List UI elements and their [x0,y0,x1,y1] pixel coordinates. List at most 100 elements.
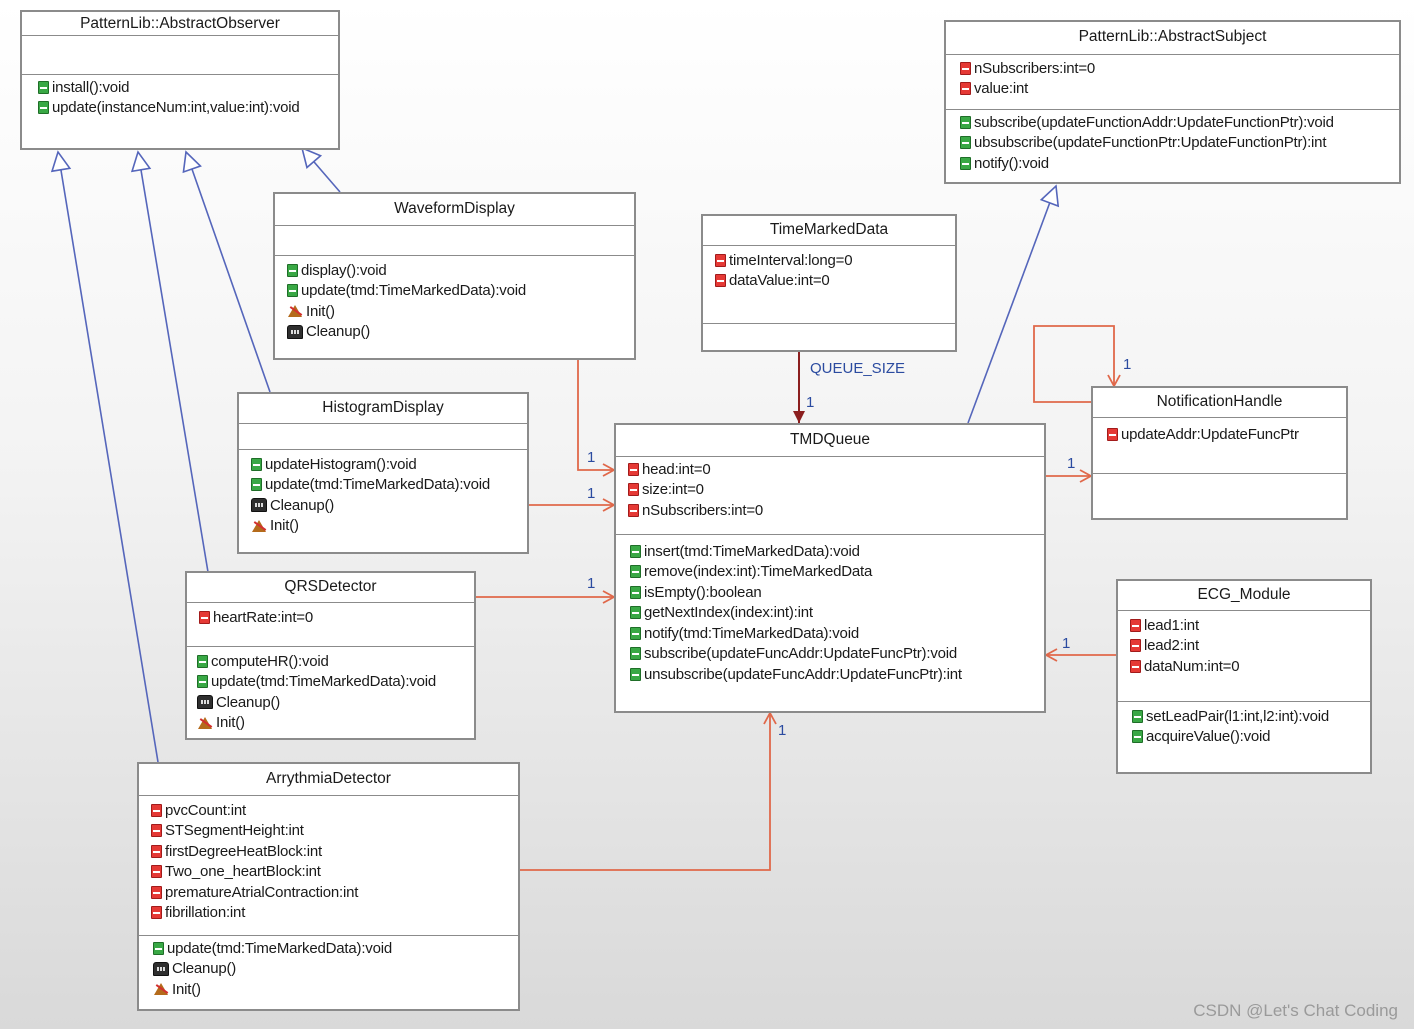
operation-row: insert(tmd:TimeMarkedData):void [630,541,1044,562]
member-text: notify(tmd:TimeMarkedData):void [644,624,859,642]
attribute-row: nSubscribers:int=0 [960,58,1399,79]
member-text: head:int=0 [642,460,711,478]
operation-row: Cleanup() [287,322,634,343]
class-title: ArrythmiaDetector [139,764,518,796]
class-title: TMDQueue [616,425,1044,457]
operations-section [703,324,955,330]
class-title: QRSDetector [187,573,474,603]
operation-row: remove(index:int):TimeMarkedData [630,562,1044,583]
operations-section [1093,474,1346,480]
multiplicity-label: 1 [587,485,596,502]
public-operation-icon [630,667,641,681]
public-operation-icon [630,606,641,620]
operation-row: Init() [197,713,474,734]
multiplicity-label: 1 [1123,356,1132,373]
member-text: pvcCount:int [165,801,246,819]
class-abstract-observer[interactable]: PatternLib::AbstractObserver install():v… [20,10,340,150]
member-text: insert(tmd:TimeMarkedData):void [644,542,860,560]
private-attribute-icon [628,462,639,476]
member-text: getNextIndex(index:int):int [644,604,813,622]
attributes-section [22,36,338,75]
private-attribute-icon [628,483,639,497]
member-text: Init() [306,302,335,320]
member-text: acquireValue():void [1146,728,1271,746]
private-attribute-icon [199,610,210,624]
member-text: install():void [52,78,130,96]
operation-row: subscribe(updateFunctionAddr:UpdateFunct… [960,112,1399,133]
public-operation-icon [1132,730,1143,744]
queue-size-label: QUEUE_SIZE [810,360,906,377]
public-operation-icon [197,654,208,668]
attribute-row: nSubscribers:int=0 [628,500,1044,521]
member-text: lead2:int [1144,637,1199,655]
class-title: NotificationHandle [1093,388,1346,418]
operation-row: Init() [287,301,634,322]
public-operation-icon [960,115,971,129]
attribute-row: prematureAtrialContraction:int [151,882,518,903]
class-abstract-subject[interactable]: PatternLib::AbstractSubject nSubscribers… [944,20,1401,184]
operation-row: install():void [38,77,338,98]
member-text: subscribe(updateFuncAddr:UpdateFuncPtr):… [644,645,958,663]
member-text: Cleanup() [306,323,371,341]
attributes-section: heartRate:int=0 [187,603,474,647]
private-attribute-icon [628,503,639,517]
class-qrs-detector[interactable]: QRSDetector heartRate:int=0 computeHR():… [185,571,476,740]
destructor-icon [287,324,303,339]
attribute-row: STSegmentHeight:int [151,821,518,842]
member-text: dataValue:int=0 [729,272,830,290]
operation-row: computeHR():void [197,651,474,672]
member-text: value:int [974,80,1029,98]
attribute-row: lead2:int [1130,636,1370,657]
member-text: update(tmd:TimeMarkedData):void [265,476,491,494]
attributes-section: updateAddr:UpdateFuncPtr [1093,418,1346,474]
class-time-marked-data[interactable]: TimeMarkedData timeInterval:long=0 dataVa… [701,214,957,352]
member-text: updateAddr:UpdateFuncPtr [1121,425,1299,443]
operation-row: Cleanup() [153,959,518,980]
public-operation-icon [960,136,971,150]
private-attribute-icon [1130,639,1141,653]
class-title: TimeMarkedData [703,216,955,246]
public-operation-icon [153,941,164,955]
member-text: lead1:int [1144,616,1199,634]
member-text: Two_one_heartBlock:int [165,863,321,881]
multiplicity-label: 1 [778,722,787,739]
class-notification-handle[interactable]: NotificationHandle updateAddr:UpdateFunc… [1091,386,1348,520]
private-attribute-icon [151,824,162,838]
member-text: Init() [216,714,245,732]
member-text: nSubscribers:int=0 [642,501,764,519]
member-text: heartRate:int=0 [213,608,313,626]
public-operation-icon [38,101,49,115]
member-text: subscribe(updateFunctionAddr:UpdateFunct… [974,113,1334,131]
operation-row: update(tmd:TimeMarkedData):void [287,281,634,302]
assoc-waveform-queue [577,360,616,477]
public-operation-icon [251,457,262,471]
attribute-row: lead1:int [1130,615,1370,636]
private-attribute-icon [151,844,162,858]
member-text: display():void [301,261,387,279]
operation-row: update(instanceNum:int,value:int):void [38,98,338,119]
private-attribute-icon [1130,618,1141,632]
class-title: ECG_Module [1118,581,1370,611]
private-attribute-icon [151,885,162,899]
constructor-icon [251,519,267,533]
member-text: timeInterval:long=0 [729,251,853,269]
attribute-row: dataValue:int=0 [715,271,955,292]
private-attribute-icon [151,865,162,879]
attribute-row: fibrillation:int [151,903,518,924]
attribute-row: firstDegreeHeatBlock:int [151,841,518,862]
gen-arrythmia-observer [50,150,159,763]
attributes-section [275,226,634,256]
multiplicity-label: 1 [806,394,815,411]
gen-histogram-observer [182,150,271,393]
member-text: update(tmd:TimeMarkedData):void [167,939,393,957]
